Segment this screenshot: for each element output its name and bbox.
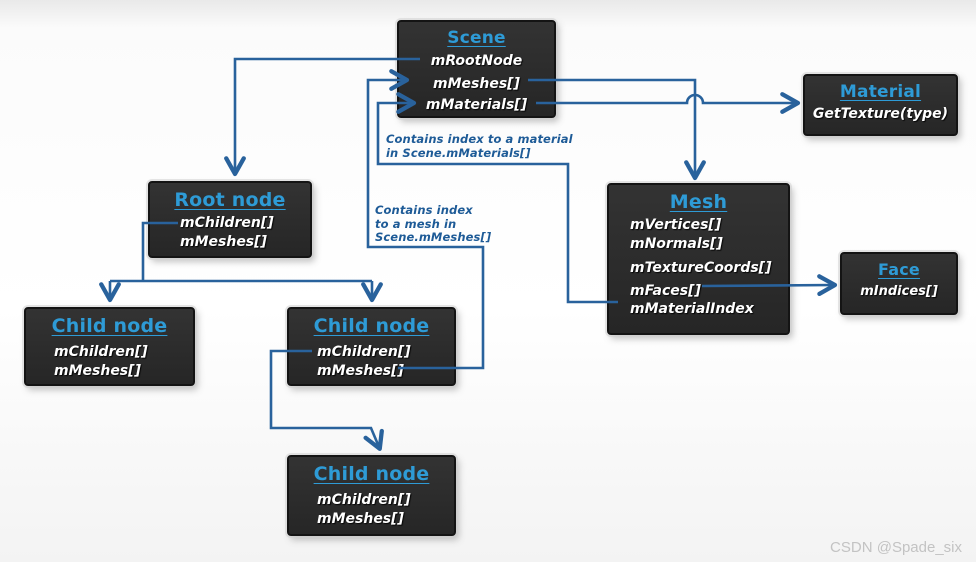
member-gettexture: GetTexture(type) [812, 106, 949, 122]
node-face: Face mIndices[] [840, 252, 958, 315]
node-root: Root node mChildren[] mMeshes[] [148, 181, 312, 258]
annotation-line: Scene.mMeshes[] [375, 230, 492, 244]
member-mmeshes: mMeshes[] [317, 511, 404, 527]
member-mnormals: mNormals[] [630, 235, 723, 252]
connector-scene-material [536, 92, 801, 114]
member-mmaterials: mMaterials[] [425, 97, 528, 113]
member-mchildren: mChildren[] [317, 344, 411, 360]
member-mmeshes: mMeshes[] [54, 363, 141, 379]
node-child-bottom: Child node mChildren[] mMeshes[] [287, 455, 456, 536]
node-child-left: Child node mChildren[] mMeshes[] [24, 307, 195, 386]
node-scene: Scene mRootNode mMeshes[] mMaterials[] [397, 20, 556, 118]
watermark: CSDN @Spade_six [830, 539, 962, 556]
member-mmeshes: mMeshes[] [180, 234, 267, 250]
member-mchildren: mChildren[] [54, 344, 148, 360]
node-mesh: Mesh mVertices[] mNormals[] mTextureCoor… [607, 183, 790, 335]
member-mtexturecoords: mTextureCoords[] [630, 260, 772, 276]
annotation-material-index: Contains index to a material in Scene.mM… [386, 132, 573, 160]
member-mmeshes: mMeshes[] [433, 76, 520, 92]
node-scene-title: Scene [447, 28, 506, 48]
annotation-mesh-index: Contains index to a mesh in Scene.mMeshe… [375, 203, 492, 245]
annotation-line: Contains index [375, 203, 473, 217]
node-child-title: Child node [313, 315, 430, 337]
member-mfaces: mFaces[] [630, 282, 701, 299]
node-child-middle: Child node mChildren[] mMeshes[] [287, 307, 456, 386]
node-material-title: Material [839, 82, 922, 102]
annotation-line: Contains index to a material [386, 132, 573, 146]
node-child-title: Child node [51, 315, 168, 337]
node-face-title: Face [878, 260, 920, 279]
member-mvertices: mVertices[] [630, 217, 722, 233]
member-mmeshes: mMeshes[] [317, 363, 404, 379]
node-root-title: Root node [174, 189, 286, 211]
annotation-line: to a mesh in [375, 216, 457, 231]
annotation-line: in Scene.mMaterials[] [386, 145, 531, 160]
member-mmaterialindex: mMaterialIndex [630, 301, 754, 317]
node-material: Material GetTexture(type) [803, 74, 958, 136]
node-child-title: Child node [313, 463, 430, 485]
node-mesh-title: Mesh [669, 191, 728, 213]
member-mindices: mIndices[] [860, 284, 938, 299]
member-mrootnode: mRootNode [430, 53, 523, 69]
member-mchildren: mChildren[] [180, 215, 274, 231]
member-mchildren: mChildren[] [317, 492, 411, 508]
